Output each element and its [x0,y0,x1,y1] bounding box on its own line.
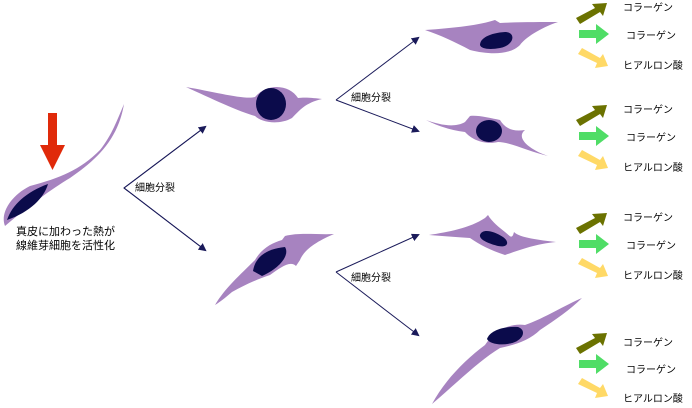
output-1-collagen-a: コラーゲン [623,3,673,14]
output-3-collagen-b: コラーゲン [626,241,676,252]
output-2-collagen-b: コラーゲン [626,133,676,144]
output-3-collagen-a: コラーゲン [623,213,673,224]
heat-arrow-icon [40,113,65,170]
output-3-hyaluronic: ヒアルロン酸 [623,271,683,282]
collagen-type3-arrow-icon [579,24,609,44]
output-1-collagen-b: コラーゲン [626,31,676,42]
caption-line-1: 真皮に加わった熱が [16,225,115,238]
hyaluronic-arrow-icon [578,48,608,68]
caption-line-2: 線維芽細胞を活性化 [16,239,115,252]
division-label-2: 細胞分裂 [351,93,391,104]
initial-fibroblast-cell [3,104,124,226]
output-1-hyaluronic: ヒアルロン酸 [623,61,683,72]
output-arrows-3 [576,213,609,278]
output-arrows-2 [576,105,609,170]
collagen-type1-arrow-icon [576,3,607,24]
final-cell-2 [426,115,548,156]
division-arrows-3 [335,233,420,337]
final-cell-3 [429,215,556,255]
output-4-collagen-a: コラーゲン [623,338,673,349]
final-cell-1 [425,20,558,54]
division-label-3: 細胞分裂 [351,273,391,284]
output-arrows-4 [576,333,609,398]
output-2-collagen-a: コラーゲン [623,105,673,116]
output-arrows-1 [576,3,609,68]
division-arrows-1 [123,125,207,252]
daughter-cell-bottom [215,233,334,305]
division-label-1: 細胞分裂 [135,183,175,194]
daughter-cell-top [186,86,322,123]
output-4-collagen-b: コラーゲン [626,365,676,376]
final-cell-4 [432,298,582,404]
output-2-hyaluronic: ヒアルロン酸 [623,163,683,174]
initial-caption: 真皮に加わった熱が 線維芽細胞を活性化 [16,225,115,253]
output-4-hyaluronic: ヒアルロン酸 [623,394,683,405]
division-arrows-2 [335,36,420,133]
